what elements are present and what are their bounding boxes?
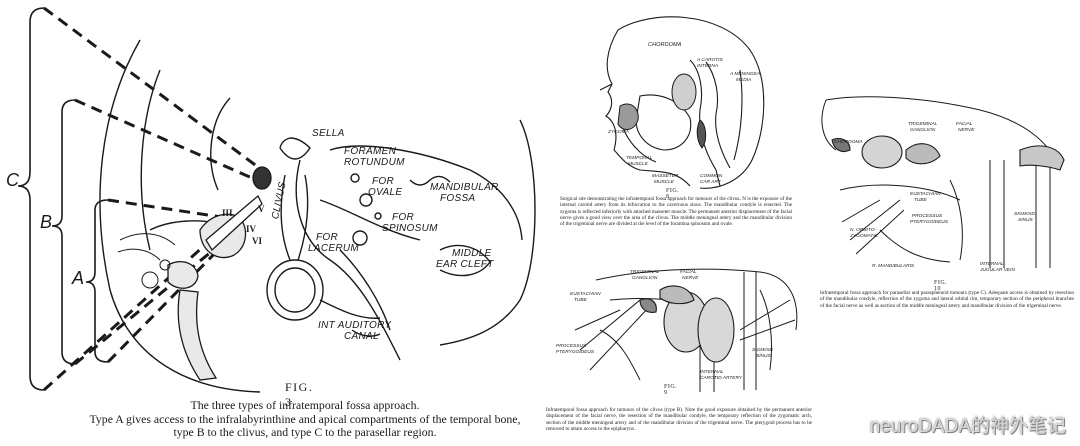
f10-label-n-orbito-zygomatic-2: ZYGOMATIC xyxy=(850,234,879,239)
f10-label-internal-jugular-vein-2: JUGULAR VEIN xyxy=(980,268,1015,273)
label-foramen-rotundum-1: FORAMEN xyxy=(344,146,397,157)
label-for-lacerum-1: FOR xyxy=(316,232,339,243)
figure-10-number: FIG. 10 xyxy=(934,280,948,292)
label-foramen-rotundum-2: ROTUNDUM xyxy=(344,157,405,168)
label-int-auditory-canal-2: CANAL xyxy=(344,331,379,342)
f8-label-masseter-muscle-1: MASSETER xyxy=(652,174,679,179)
f9-label-sigmoid-sinus-2: SINUS xyxy=(756,354,771,359)
bracket-c-label: C xyxy=(6,170,19,190)
figure-3-number: FIG. 3 xyxy=(285,380,314,409)
bracket-a xyxy=(85,199,109,363)
f8-label-a-meningea-media-1: A MENINGEA xyxy=(730,72,760,77)
f10-label-n-orbito-zygomatic-1: N. ORBITO- xyxy=(850,228,877,233)
label-mandibular-fossa-1: MANDIBULAR xyxy=(430,182,499,193)
f8-label-chordoma: CHORDOMA xyxy=(648,42,682,48)
f9-label-processus-pterygoideus-2: PTERYGOIDEUS xyxy=(556,350,594,355)
figure-3-caption-line-1: The three types of infratemporal fossa a… xyxy=(190,398,420,412)
f10-label-sigmoid-sinus-1: SIGMOID xyxy=(1014,212,1035,217)
label-for-lacerum-2: LACERUM xyxy=(308,243,359,254)
f8-label-a-carotis-interna-2: INTERNA xyxy=(697,64,719,69)
f10-label-eustachian-tube-2: TUBE xyxy=(914,198,927,203)
figure-10-caption: Infratemporal fossa approach for parasel… xyxy=(820,290,1074,309)
figure-3-drawing xyxy=(17,6,536,393)
f10-label-processus-pterygoideus-2: PTERYGOIDEUS xyxy=(910,220,948,225)
figure-3-caption-line-2: Type A gives access to the infralabyrint… xyxy=(89,411,521,426)
f8-label-a-meningea-media-2: MEDIA xyxy=(736,78,752,83)
f8-label-zygoma: ZYGOMA xyxy=(608,130,629,135)
label-int-auditory-canal-1: INT AUDITORY xyxy=(318,320,392,331)
f8-label-temporal-muscle-1: TEMPORAL xyxy=(626,156,653,161)
f10-label-processus-pterygoideus-1: PROCESSUS xyxy=(912,214,943,219)
f9-label-sigmoid-sinus-1: SIGMOID xyxy=(752,348,773,353)
label-for-spinosum-1: FOR xyxy=(392,212,415,223)
figure-9-number: FIG. 9 xyxy=(664,384,678,396)
bracket-b xyxy=(51,99,76,365)
f10-label-facial-nerve-2: NERVE xyxy=(958,128,975,133)
f10-label-facial-nerve-1: FACIAL xyxy=(956,122,973,127)
watermark: neuroDADA的神外笔记 xyxy=(869,416,1066,437)
f10-label-sigmoid-sinus-2: SINUS xyxy=(1018,218,1033,223)
figure-3-caption: The three types of infratemporal fossa a… xyxy=(60,398,550,440)
f10-label-r-mandibularis: R. MANDIBULARIS xyxy=(872,264,915,269)
label-middle-ear-cleft-1: MIDDLE xyxy=(452,248,492,259)
f8-label-common-car-art-2: CAR ART xyxy=(700,180,721,185)
f9-label-internal-carotid-artery-1: INTERNAL xyxy=(700,370,724,375)
figure-3-caption-line-3: type B to the clivus, and type C to the … xyxy=(173,425,437,439)
figure-9-caption: Infratemporal fossa approach for tumours… xyxy=(546,407,812,432)
f9-label-facial-nerve-2: NERVE xyxy=(682,276,699,281)
bracket-b-label: B xyxy=(40,212,53,232)
figure-8-caption: Surgical site demonstrating the infratem… xyxy=(560,196,792,228)
f9-label-internal-carotid-artery-2: CAROTID ARTERY xyxy=(700,376,742,381)
label-mandibular-fossa-2: FOSSA xyxy=(440,193,476,204)
label-middle-ear-cleft-2: EAR CLEFT xyxy=(436,259,494,270)
f9-label-processus-pterygoideus-1: PROCESSUS xyxy=(556,344,587,349)
f9-label-trigeminal-ganglion-2: GANGLION xyxy=(632,276,658,281)
f10-label-trigeminal-ganglion-1: TRIGEMINAL xyxy=(908,122,938,127)
f9-label-eustachian-tube-2: TUBE xyxy=(574,298,587,303)
f10-label-eustachian-tube-1: EUSTACHIAN xyxy=(910,192,941,197)
figure-8-number: FIG. 8 xyxy=(666,188,680,200)
f8-label-a-carotis-interna-1: A CAROTIS xyxy=(697,58,723,63)
label-for-spinosum-2: SPINOSUM xyxy=(382,223,438,234)
f10-label-chordoma: CHORDOMA xyxy=(834,140,863,145)
label-for-ovale-1: FOR xyxy=(372,176,395,187)
f9-label-eustachian-tube-1: EUSTACHIAN xyxy=(570,292,601,297)
bracket-c xyxy=(17,7,45,391)
f10-label-internal-jugular-vein-1: INTERNAL xyxy=(980,262,1004,267)
f8-label-temporal-muscle-2: MUSCLE xyxy=(628,162,648,167)
label-sella: SELLA xyxy=(312,128,345,139)
f8-label-common-car-art-1: COMMON xyxy=(700,174,723,179)
f9-label-trigeminal-ganglion-1: TRIGEMINAL xyxy=(630,270,660,275)
f10-label-trigeminal-ganglion-2: GANGLION xyxy=(910,128,936,133)
bracket-a-label: A xyxy=(72,268,85,288)
f9-label-facial-nerve-1: FACIAL xyxy=(680,270,697,275)
label-for-ovale-2: OVALE xyxy=(368,187,403,198)
f8-label-masseter-muscle-2: MUSCLE xyxy=(654,180,674,185)
